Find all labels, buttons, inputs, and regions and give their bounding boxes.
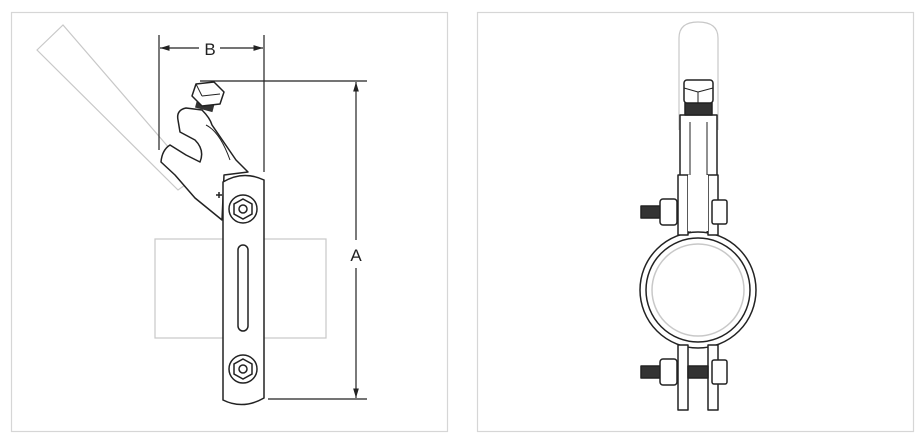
dimension-b xyxy=(158,35,265,172)
dimension-a-label: A xyxy=(350,246,362,265)
beam-clamp xyxy=(160,81,249,221)
strap-ear xyxy=(677,344,689,411)
bolt-icon xyxy=(640,358,728,386)
set-screw-hex-icon xyxy=(191,81,225,107)
beam-ghost xyxy=(678,21,719,130)
bolt-icon xyxy=(640,198,728,226)
dimension-a xyxy=(200,80,367,400)
hex-nut-icon xyxy=(228,194,258,224)
hex-nut-icon xyxy=(228,354,258,384)
strap-ear xyxy=(677,174,689,236)
set-screw-hex-icon xyxy=(683,79,714,104)
hanger-bar xyxy=(222,174,265,406)
front-view-panel xyxy=(476,11,915,433)
threads xyxy=(684,102,713,116)
pipe-ghost xyxy=(651,243,745,337)
side-view-panel: B A xyxy=(10,11,449,433)
dimension-b-label: B xyxy=(204,40,215,59)
